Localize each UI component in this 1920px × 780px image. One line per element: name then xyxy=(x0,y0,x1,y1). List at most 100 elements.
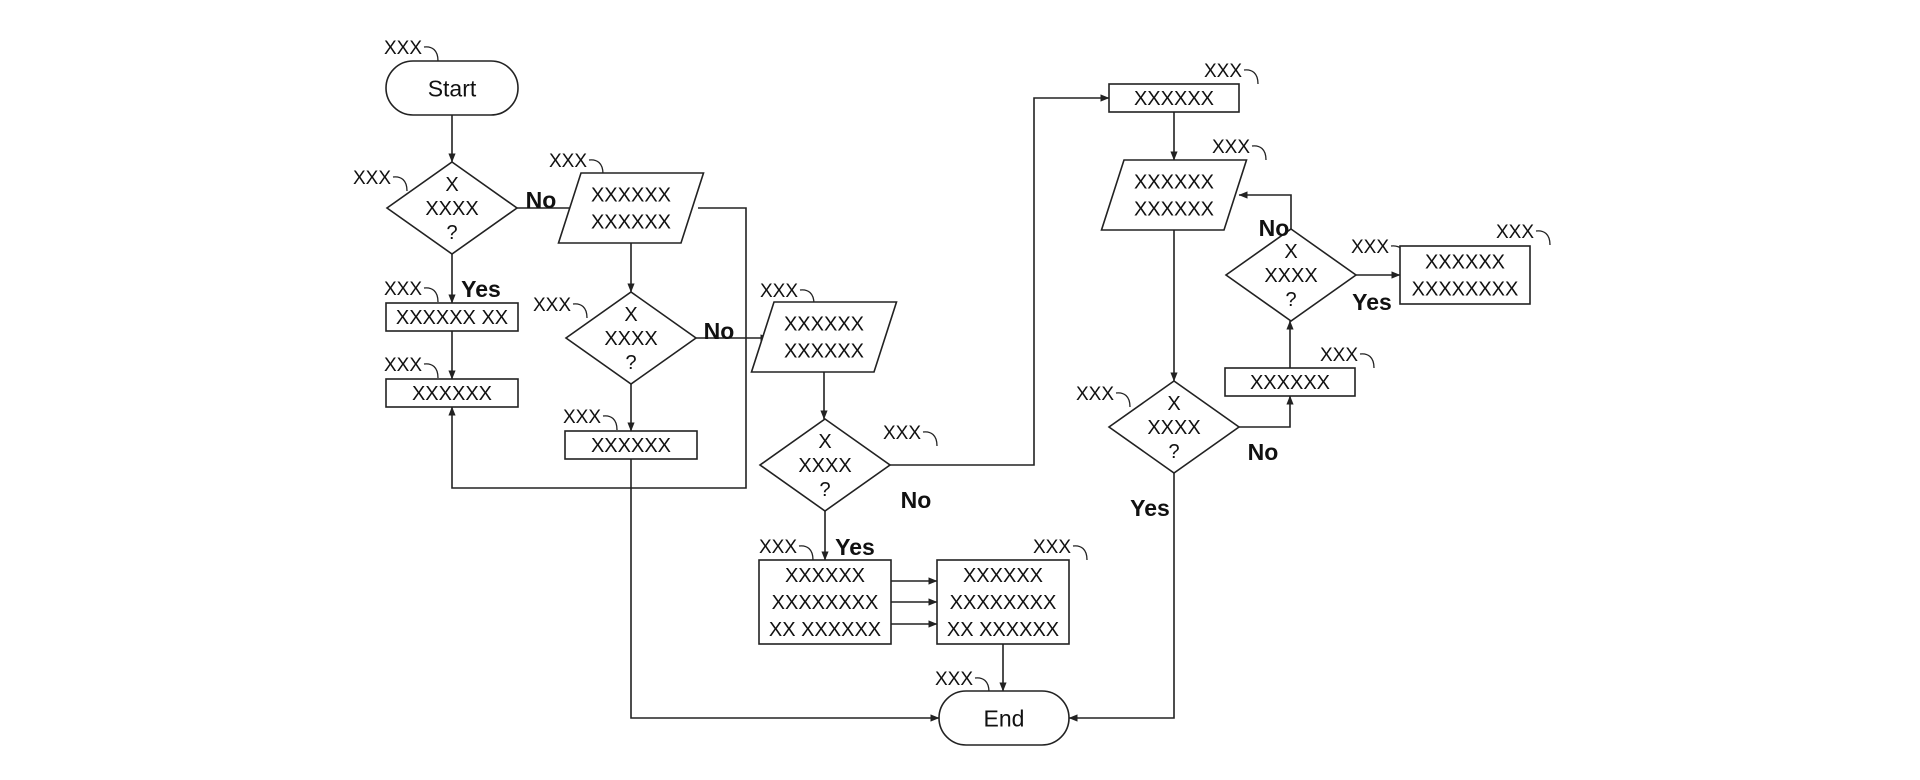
reference-number: XXX xyxy=(883,423,921,444)
d2-label-line: X xyxy=(624,304,637,326)
io-parallelogram xyxy=(1100,159,1248,231)
io-parallelogram xyxy=(557,172,705,244)
reference-leader xyxy=(1072,545,1088,561)
process-box xyxy=(1108,83,1240,113)
d3-label-line: X xyxy=(818,431,831,453)
node-d2[interactable]: XXXXX? XXX xyxy=(533,291,698,385)
process-box xyxy=(936,559,1070,645)
d2-label-line: ? xyxy=(625,352,636,374)
reference-leader xyxy=(1243,69,1259,85)
decision-diamond xyxy=(758,418,892,512)
process-box xyxy=(385,378,519,408)
decision-diamond xyxy=(564,291,698,385)
connector-p3-end xyxy=(630,459,940,722)
node-d1[interactable]: XXXXX?XXX xyxy=(353,161,519,255)
reference-number: XXX xyxy=(1212,137,1250,158)
d1-label-line: XXXX xyxy=(425,198,478,220)
branch-label-d1-no: No xyxy=(526,187,557,213)
branch-label-d1-yes: Yes xyxy=(461,276,501,302)
reference-leader xyxy=(1251,145,1267,161)
io-parallelogram xyxy=(750,301,898,373)
reference-number: XXX xyxy=(384,279,422,300)
io2-label-line: XXXXXX xyxy=(784,314,864,336)
reference-number: XXX xyxy=(935,669,973,690)
reference-number: XXX xyxy=(1076,384,1114,405)
p3-label-line: XXXXXX xyxy=(591,435,671,457)
p5-label-line: XX XXXXXX xyxy=(947,619,1059,641)
reference-leader xyxy=(922,431,938,447)
process-box xyxy=(385,302,519,332)
reference-leader xyxy=(974,677,990,693)
reference-number: XXX xyxy=(563,407,601,428)
reference-number: XXX xyxy=(533,295,571,316)
d1-label-line: X xyxy=(445,174,458,196)
p1-label-line: XXXXXX XX xyxy=(396,307,508,329)
end-label-line: End xyxy=(984,705,1025,731)
reference-leader xyxy=(1359,353,1375,369)
node-d5[interactable]: XXXXX?XXX xyxy=(1224,228,1389,322)
reference-leader xyxy=(392,176,408,192)
reference-leader xyxy=(423,287,439,303)
p4-label-line: XX XXXXXX xyxy=(769,619,881,641)
branch-label-d5-yes: Yes xyxy=(1352,289,1392,315)
d3-label-line: ? xyxy=(819,479,830,501)
branch-label-d3-no: No xyxy=(901,487,932,513)
reference-leader xyxy=(1535,230,1551,246)
d5-label-line: X xyxy=(1284,241,1297,263)
reference-number: XXX xyxy=(1320,345,1358,366)
d5-label-line: ? xyxy=(1285,289,1296,311)
d5-label-line: XXXX xyxy=(1264,265,1317,287)
io3-label-line: XXXXXX xyxy=(1134,199,1214,221)
d4-label-line: X xyxy=(1167,393,1180,415)
reference-leader-layer xyxy=(392,46,1551,693)
reference-leader xyxy=(798,545,814,561)
d4-label-line: ? xyxy=(1168,441,1179,463)
reference-number: XXX xyxy=(1496,222,1534,243)
connector-io1-p2 xyxy=(448,207,747,489)
d2-label-line: XXXX xyxy=(604,328,657,350)
connector-d4-end xyxy=(1068,473,1175,722)
reference-number: XXX xyxy=(384,355,422,376)
node-p1[interactable]: XXXXXX XX XXX xyxy=(384,279,519,332)
p2-label-line: XXXXXX xyxy=(412,383,492,405)
p4-label-line: XXXXXXXX xyxy=(772,592,879,614)
node-end[interactable]: End XXX xyxy=(935,669,1070,746)
branch-label-d4-yes: Yes xyxy=(1130,495,1170,521)
process-box xyxy=(564,430,698,460)
decision-diamond xyxy=(1224,228,1358,322)
node-d4[interactable]: XXXXX?XXX xyxy=(1076,380,1241,474)
io2-label-line: XXXXXX xyxy=(784,341,864,363)
p8-label-line: XXXXXX xyxy=(1425,252,1505,274)
p6-label-line: XXXXXX xyxy=(1134,88,1214,110)
io3-label-line: XXXXXX xyxy=(1134,172,1214,194)
process-box xyxy=(1224,367,1356,397)
start-label-line: Start xyxy=(428,75,477,101)
p5-label-line: XXXXXXXX xyxy=(950,592,1057,614)
terminator-shape xyxy=(938,690,1070,746)
connector-d5-io3 xyxy=(1238,191,1292,229)
node-d3[interactable]: XXXXX? XXX xyxy=(758,418,921,512)
reference-leader xyxy=(602,415,618,431)
reference-number: XXX xyxy=(549,151,587,172)
d3-label-line: XXXX xyxy=(798,455,851,477)
reference-number: XXX xyxy=(759,537,797,558)
reference-number: XXX xyxy=(1033,537,1071,558)
reference-leader xyxy=(423,46,439,62)
p7-label-line: XXXXXX xyxy=(1250,372,1330,394)
connector-layer xyxy=(448,94,1401,722)
branch-label-d3-yes: Yes xyxy=(835,534,875,560)
